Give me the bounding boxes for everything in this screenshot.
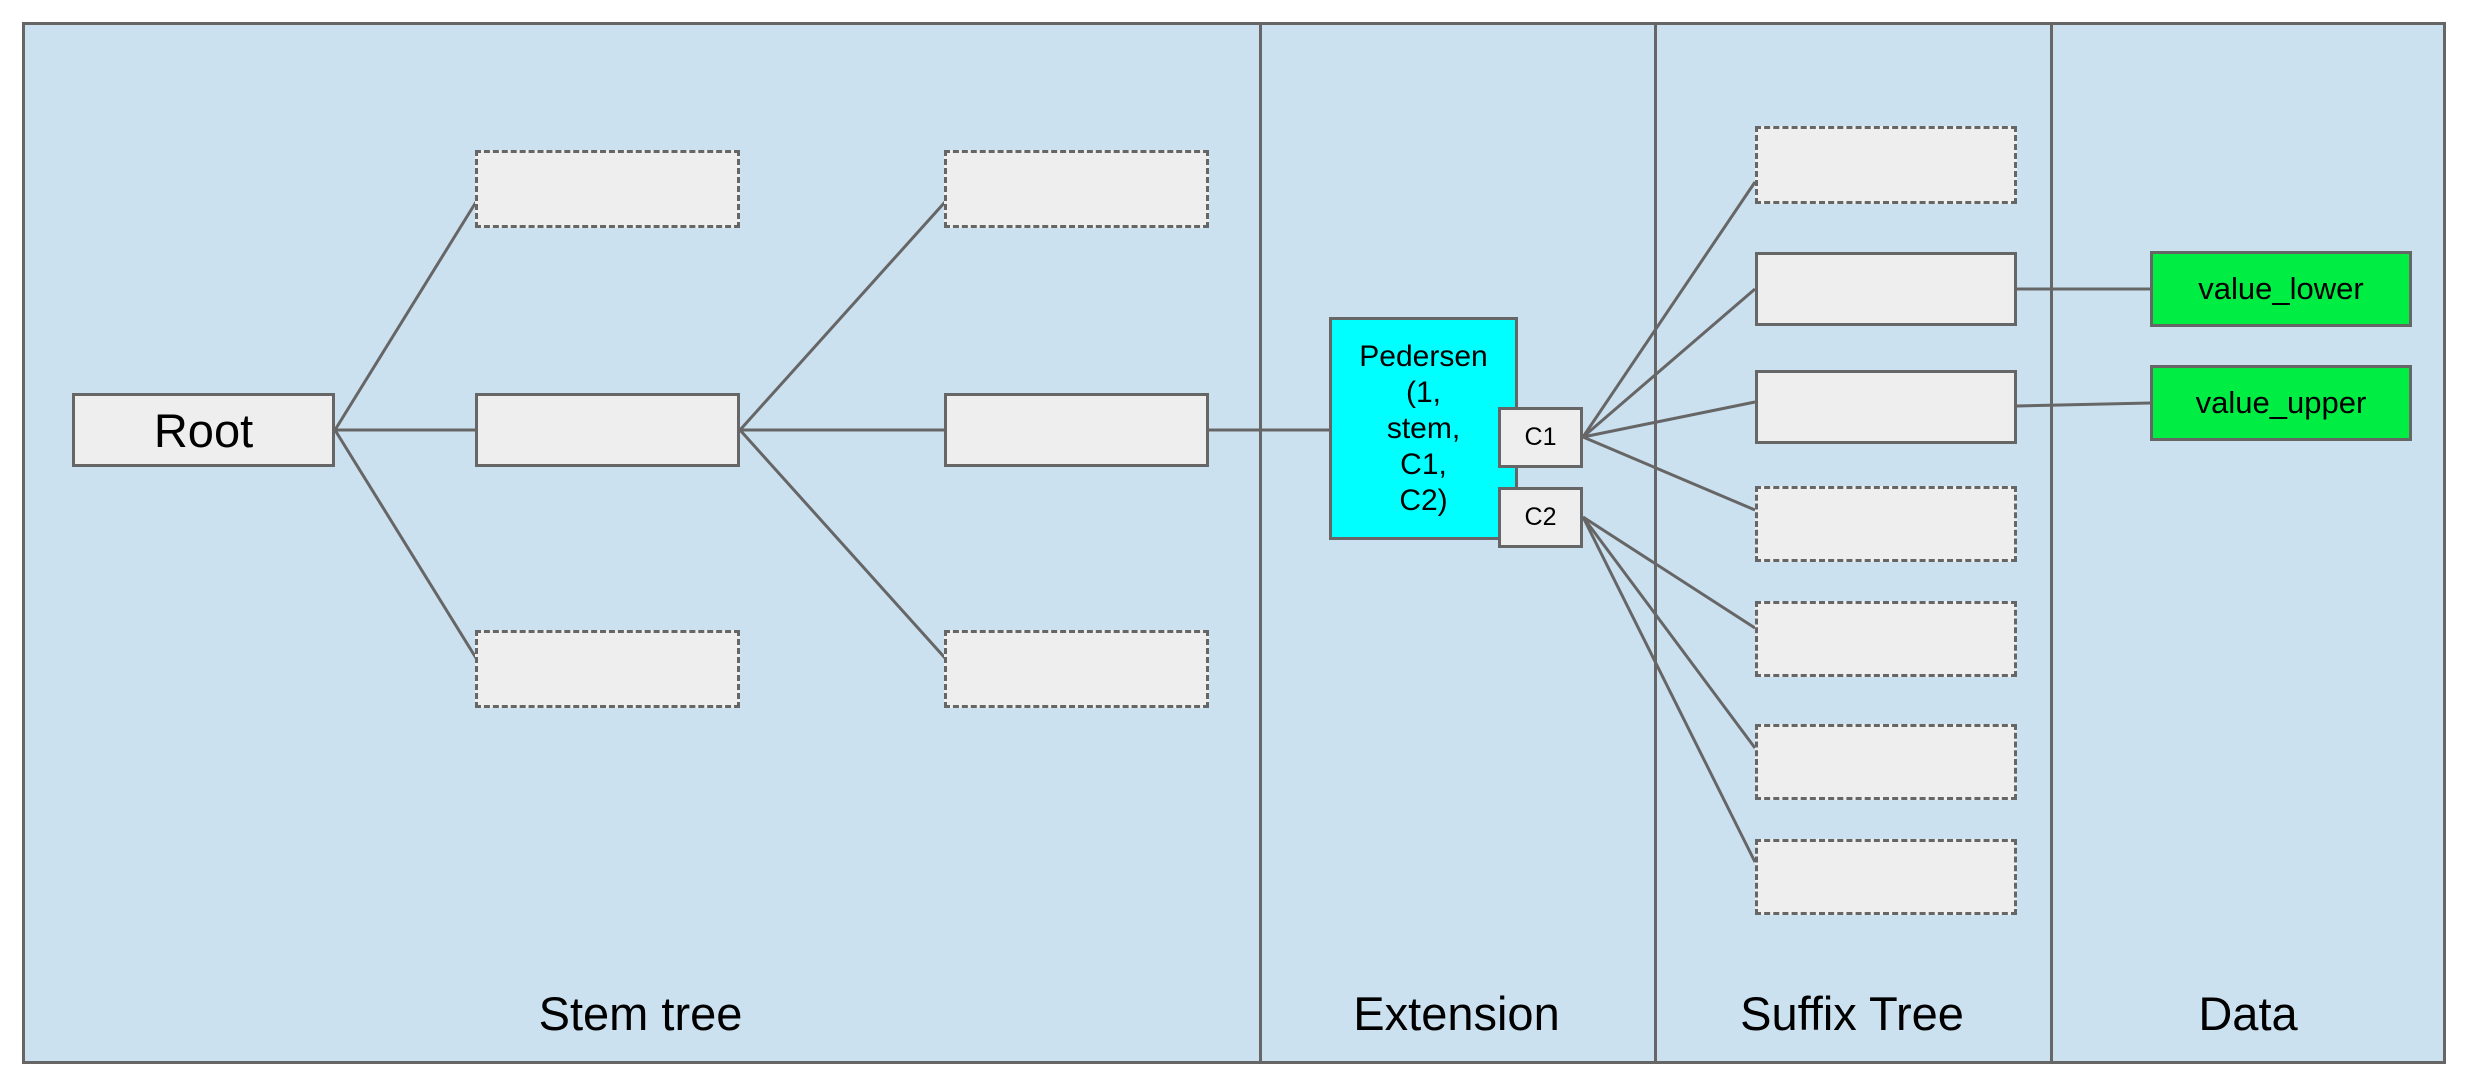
pedersen-commitment-node: Pedersen (1, stem, C1, C2) xyxy=(1329,317,1518,540)
panel-divider-extension-suffix xyxy=(1654,22,1657,1064)
c1-label: C1 xyxy=(1524,423,1557,451)
edge-c1-to-suffix-2 xyxy=(1582,287,1756,439)
stem-placeholder-node-top-level-1 xyxy=(475,150,740,228)
c2-port-node: C2 xyxy=(1498,487,1583,548)
root-node-label: Root xyxy=(153,403,254,457)
panel-divider-stem-extension xyxy=(1259,22,1262,1064)
suffix-placeholder-node-1 xyxy=(1755,126,2017,204)
value-upper-node: value_upper xyxy=(2150,365,2412,441)
edge-c1-to-suffix-1 xyxy=(1581,181,1757,438)
stem-node-level-1 xyxy=(475,393,740,467)
edge-stem1-to-dashed-bottom xyxy=(738,428,947,660)
suffix-placeholder-node-7 xyxy=(1755,839,2017,915)
value-lower-label: value_lower xyxy=(2198,271,2364,306)
diagram-frame xyxy=(22,22,2446,1064)
suffix-node-3 xyxy=(1755,370,2017,444)
value-lower-node: value_lower xyxy=(2150,251,2412,327)
pedersen-label-line: stem, xyxy=(1386,411,1461,445)
edge-c2-to-suffix-5 xyxy=(1582,515,1756,630)
panel-label-data: Data xyxy=(2198,987,2298,1040)
edge-c1-to-suffix-3 xyxy=(1582,400,1756,439)
edge-c1-to-suffix-4 xyxy=(1582,435,1756,512)
edge-root-to-stem-dashed-top xyxy=(333,201,478,431)
pedersen-label-line: C2) xyxy=(1399,483,1448,517)
panel-label-extension: Extension xyxy=(1353,987,1560,1040)
pedersen-label-line: C1, xyxy=(1400,447,1447,481)
root-node: Root xyxy=(72,393,335,467)
value-upper-label: value_upper xyxy=(2195,385,2367,420)
edge-suffix3-to-value-upper xyxy=(2016,401,2151,408)
stem-placeholder-node-bottom-level-2 xyxy=(944,630,1209,708)
edge-c2-to-suffix-6 xyxy=(1581,516,1757,749)
c2-label: C2 xyxy=(1524,503,1557,531)
suffix-node-2 xyxy=(1755,252,2017,326)
panel-label-stem-tree: Stem tree xyxy=(538,987,743,1040)
pedersen-label-line: (1, xyxy=(1405,375,1441,409)
edge-stem1-to-dashed-top xyxy=(738,200,947,432)
suffix-placeholder-node-4 xyxy=(1755,486,2017,562)
edge-c2-to-suffix-7 xyxy=(1581,516,1757,863)
pedersen-label-line: Pedersen xyxy=(1359,339,1488,373)
stem-placeholder-node-top-level-2 xyxy=(944,150,1209,228)
c1-port-node: C1 xyxy=(1498,407,1583,468)
suffix-placeholder-node-5 xyxy=(1755,601,2017,677)
stem-placeholder-node-bottom-level-1 xyxy=(475,630,740,708)
panel-divider-suffix-data xyxy=(2050,22,2053,1064)
edge-root-to-stem-dashed-bottom xyxy=(333,429,478,659)
stem-node-level-2 xyxy=(944,393,1209,467)
panel-label-suffix-tree: Suffix Tree xyxy=(1740,987,1964,1040)
suffix-placeholder-node-6 xyxy=(1755,724,2017,800)
